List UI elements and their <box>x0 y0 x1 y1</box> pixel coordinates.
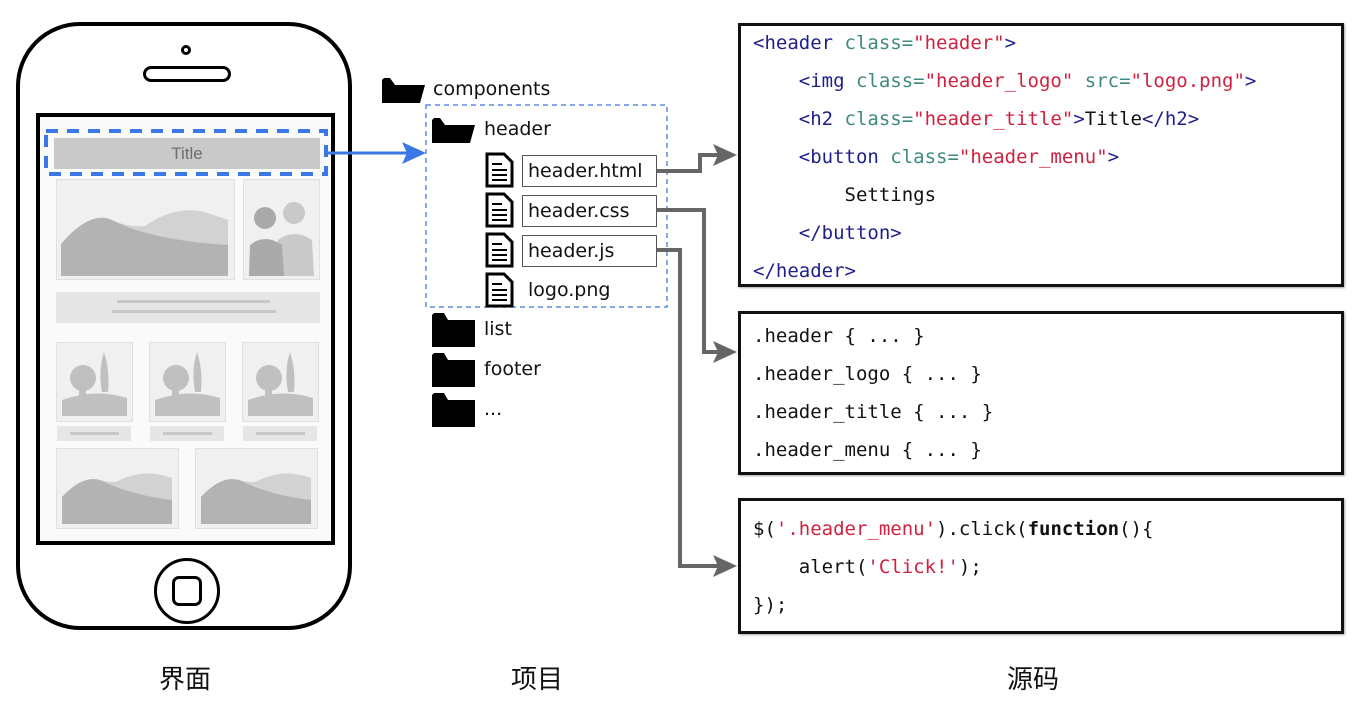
code-token: .header_menu { ... } <box>753 439 982 461</box>
code-token: class= <box>844 108 914 130</box>
code-box-css: .header { ... } .header_logo { ... } .head… <box>738 311 1344 475</box>
code-line: .header_logo { ... } <box>753 363 982 385</box>
code-line: <button class="header_menu"> <box>753 146 1119 168</box>
caption-source: 源码 <box>1007 665 1060 695</box>
code-token: '.header_menu' <box>775 518 937 540</box>
blue-arrow <box>326 142 426 164</box>
code-token: <h2 <box>753 108 845 130</box>
tree-item-header-html[interactable]: header.html <box>522 155 657 187</box>
code-token: .header { ... } <box>753 325 925 347</box>
code-token: > <box>1004 32 1017 54</box>
tree-item-footer[interactable]: footer <box>484 358 541 380</box>
code-line: $('.header_menu').click(function(){ <box>753 518 1153 540</box>
people-graphic <box>249 202 314 276</box>
arrowhead <box>713 341 737 363</box>
file-icon <box>485 152 514 188</box>
code-line: <img class="header_logo" src="logo.png"> <box>753 70 1257 92</box>
file-icon <box>485 272 514 308</box>
code-line: .header { ... } <box>753 325 925 347</box>
code-token: class= <box>890 146 959 168</box>
caption-project: 项目 <box>511 665 564 695</box>
folder-icon <box>382 78 425 103</box>
home-button-square-icon <box>172 576 202 606</box>
code-token: <header <box>753 32 845 54</box>
code-token: ).click( <box>936 518 1028 540</box>
folder-icon <box>432 353 475 387</box>
code-token: }); <box>753 594 788 616</box>
code-line: alert('Click!'); <box>753 556 982 578</box>
code-token: </button> <box>753 222 902 244</box>
code-token: .header_title { ... } <box>753 401 994 423</box>
connector-html <box>657 153 718 173</box>
code-line: }); <box>753 594 787 616</box>
text-line <box>112 310 276 313</box>
code-token: <button <box>753 146 891 168</box>
code-token: class= <box>855 70 925 92</box>
connector-js <box>657 248 718 568</box>
home-button <box>154 558 220 624</box>
camera-icon <box>181 45 191 55</box>
code-line: <h2 class="header_title">Title</h2> <box>753 108 1199 130</box>
arrowhead <box>713 144 737 166</box>
code-box-js: $('.header_menu').click(function(){ aler… <box>738 498 1344 634</box>
code-token: (){ <box>1119 518 1154 540</box>
code-line: .header_title { ... } <box>753 401 993 423</box>
folder-icon <box>432 118 475 143</box>
code-token: "logo.png" <box>1130 70 1245 92</box>
code-token: "header_menu" <box>958 146 1108 168</box>
code-token: 'Click!' <box>867 556 959 578</box>
code-token: > <box>1244 70 1257 92</box>
code-token: </header> <box>753 260 856 282</box>
code-token: "header_logo" <box>924 70 1074 92</box>
code-token: src= <box>1073 70 1131 92</box>
code-token: </h2> <box>1141 108 1200 130</box>
code-token: ); <box>958 556 982 578</box>
code-line: Settings <box>753 184 937 206</box>
code-token: > <box>1107 146 1120 168</box>
code-line: .header_menu { ... } <box>753 439 982 461</box>
tree-item-list[interactable]: list <box>484 318 512 340</box>
code-token: <img <box>753 70 856 92</box>
tree-graphic <box>62 352 313 416</box>
text-line <box>117 300 270 303</box>
code-token: Settings <box>753 184 937 206</box>
folder-icon <box>432 313 475 347</box>
code-line: </button> <box>753 222 902 244</box>
code-line: </header> <box>753 260 856 282</box>
code-token: > <box>1073 108 1085 130</box>
code-token: class= <box>844 32 914 54</box>
file-icon <box>485 192 514 228</box>
connector-css <box>657 208 718 354</box>
text-placeholder-bar <box>56 292 320 323</box>
arrowhead <box>713 555 737 577</box>
folder-icon <box>432 393 475 427</box>
caption-interface: 界面 <box>159 665 212 695</box>
landscape-graphic <box>61 210 228 276</box>
file-icon <box>485 232 514 268</box>
code-line: <header class="header"> <box>753 32 1016 54</box>
tree-item-header-css[interactable]: header.css <box>522 195 657 227</box>
code-token: $( <box>753 518 776 540</box>
code-token: .header_logo { ... } <box>753 363 982 385</box>
title-highlight-box <box>44 129 328 176</box>
speaker-grill <box>143 66 231 82</box>
code-token: "header" <box>913 32 1005 54</box>
tree-item-more[interactable]: ... <box>484 398 503 420</box>
code-box-html: <header class="header"> <img class="head… <box>738 23 1344 287</box>
code-token: "header_title" <box>913 108 1074 130</box>
tree-item-components[interactable]: components <box>433 78 551 100</box>
tree-item-header-folder[interactable]: header <box>484 118 551 140</box>
tree-item-logo-png[interactable]: logo.png <box>528 279 611 301</box>
code-token: function <box>1027 518 1120 540</box>
phone-title-bar: Title <box>54 138 320 169</box>
header-folder-highlight <box>425 104 668 308</box>
tree-item-header-js[interactable]: header.js <box>522 235 657 267</box>
code-token: Title <box>1084 108 1142 130</box>
code-token: alert( <box>753 556 868 578</box>
landscape-graphic <box>62 473 311 524</box>
